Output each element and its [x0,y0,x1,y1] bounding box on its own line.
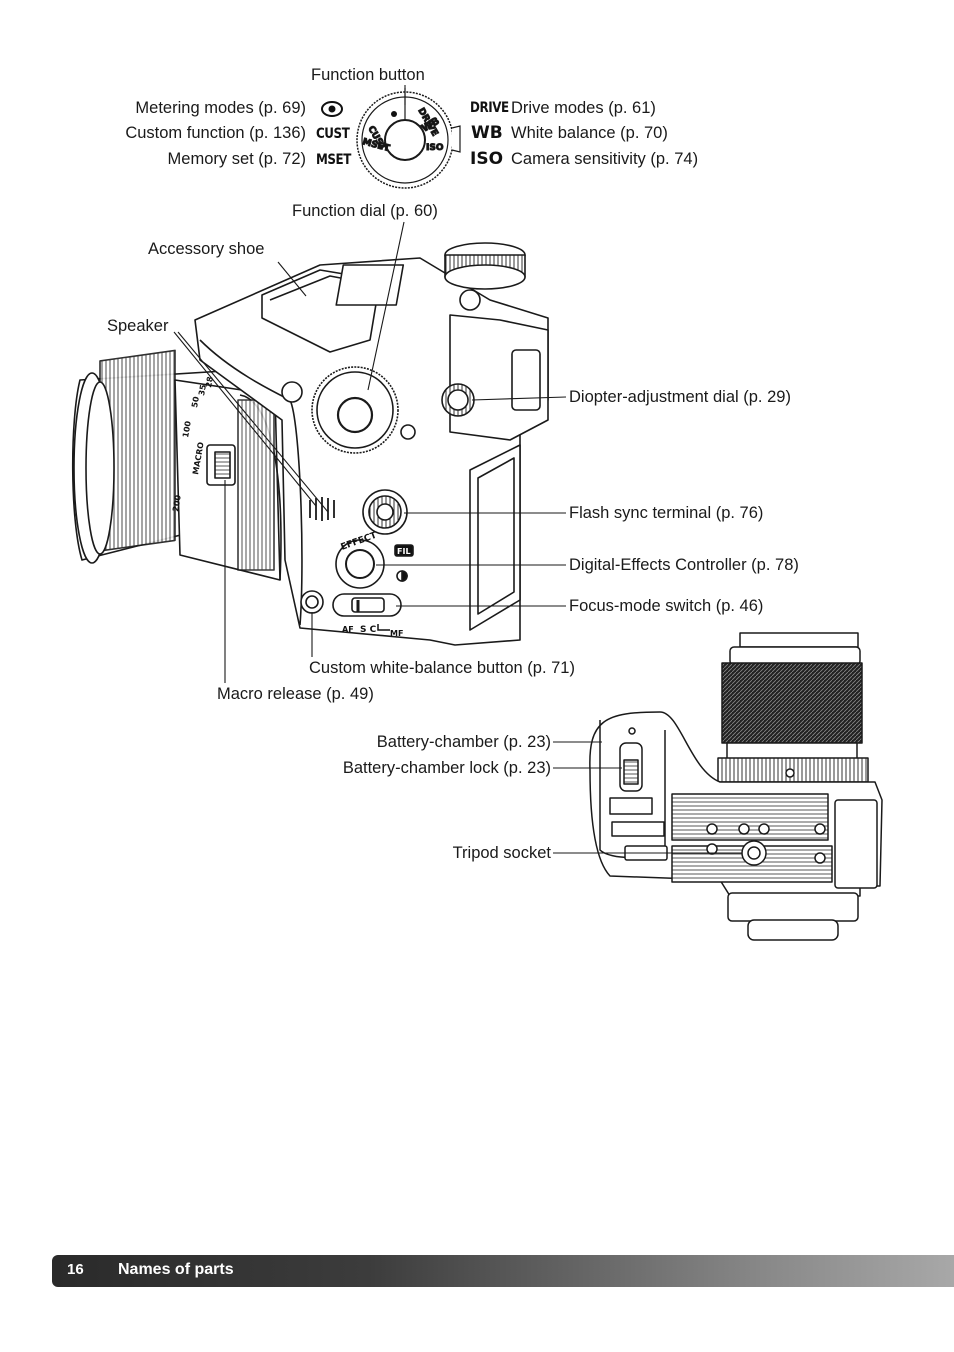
svg-text:28: 28 [204,375,215,388]
battery-chamber-label: Battery-chamber (p. 23) [376,733,551,751]
battery-lock-label: Battery-chamber lock (p. 23) [342,759,551,777]
function-button-label: Function button [311,66,425,84]
fil-mark: FIL [397,547,411,556]
flash-sync-label: Flash sync terminal (p. 76) [569,504,764,522]
macro-release-label: Macro release (p. 49) [217,685,374,703]
mf-mark: MF [390,629,403,638]
accessory-shoe-label: Accessory shoe [148,240,265,258]
sc-mark: S C [360,625,377,635]
svg-text:200: 200 [171,494,183,512]
drive-symbol: DRIVE [470,100,509,116]
iso-symbol: ISO [470,149,504,169]
custom-function-label: Custom function (p. 136) [125,124,306,142]
custom-wb-label: Custom white-balance button (p. 71) [309,659,575,677]
svg-text:100: 100 [181,420,193,438]
white-balance-label: White balance (p. 70) [511,124,668,142]
metering-modes-label: Metering modes (p. 69) [135,99,306,117]
tripod-socket-label: Tripod socket [452,844,551,862]
page-number: 16 [67,1261,84,1278]
mset-symbol: MSET [316,152,351,168]
function-dial-label: Function dial (p. 60) [292,202,438,220]
section-title: Names of parts [118,1261,234,1278]
speaker-label: Speaker [107,317,169,335]
camera-sensitivity-label: Camera sensitivity (p. 74) [511,150,699,168]
focus-mode-label: Focus-mode switch (p. 46) [569,597,764,615]
page-footer: 16 Names of parts [52,1255,954,1287]
drive-modes-label: Drive modes (p. 61) [511,99,656,117]
function-dial-callout: DRIVE WB ISO CUST MSET [356,88,461,189]
cust-symbol: CUST [316,126,350,142]
diopter-dial-label: Diopter-adjustment dial (p. 29) [569,388,791,406]
memory-set-label: Memory set (p. 72) [167,150,306,168]
wb-symbol: WB [471,123,503,143]
digital-effects-label: Digital-Effects Controller (p. 78) [569,556,799,574]
svg-text:50: 50 [190,395,201,408]
svg-text:35: 35 [197,383,208,396]
af-mark: AF [342,625,354,634]
svg-text:ISO: ISO [426,143,444,153]
camera-bottom-view [589,632,883,941]
camera-front-view [71,242,549,646]
leader-lines [173,85,742,854]
metering-icon [321,101,343,117]
